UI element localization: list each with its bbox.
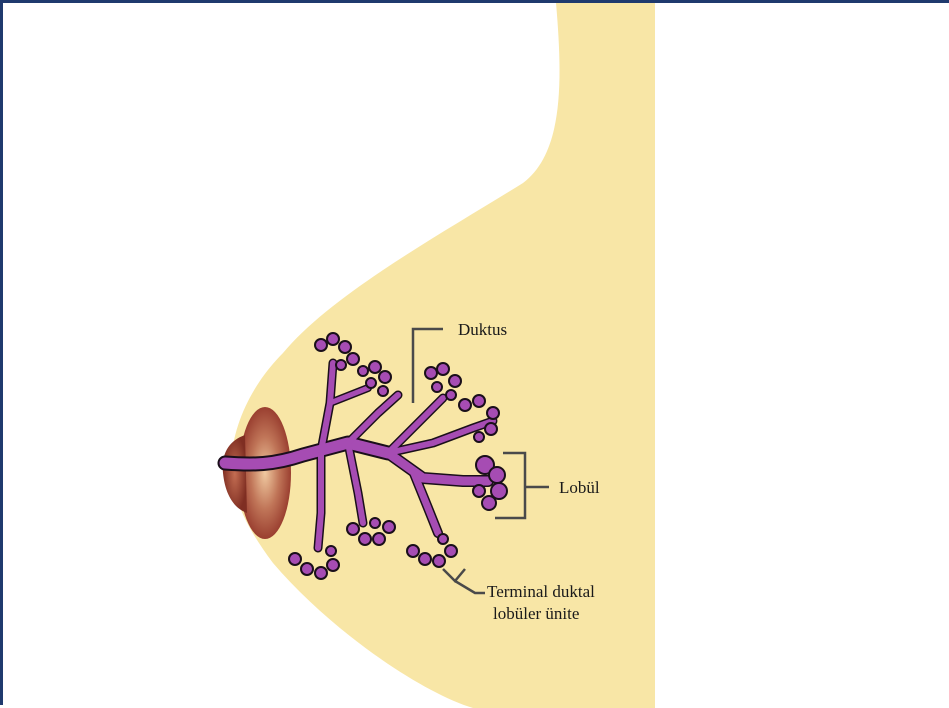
duktus-label: Duktus [458,320,507,339]
breast-anatomy-diagram: Duktus Lobül Terminal duktal lobüler üni… [3,3,949,708]
tdlu-label-line2: lobüler ünite [493,604,579,623]
tdlu-label-line1: Terminal duktal [487,582,595,601]
breast-silhouette [231,3,655,708]
lobul-label: Lobül [559,478,600,497]
nipple-areola [223,407,291,539]
